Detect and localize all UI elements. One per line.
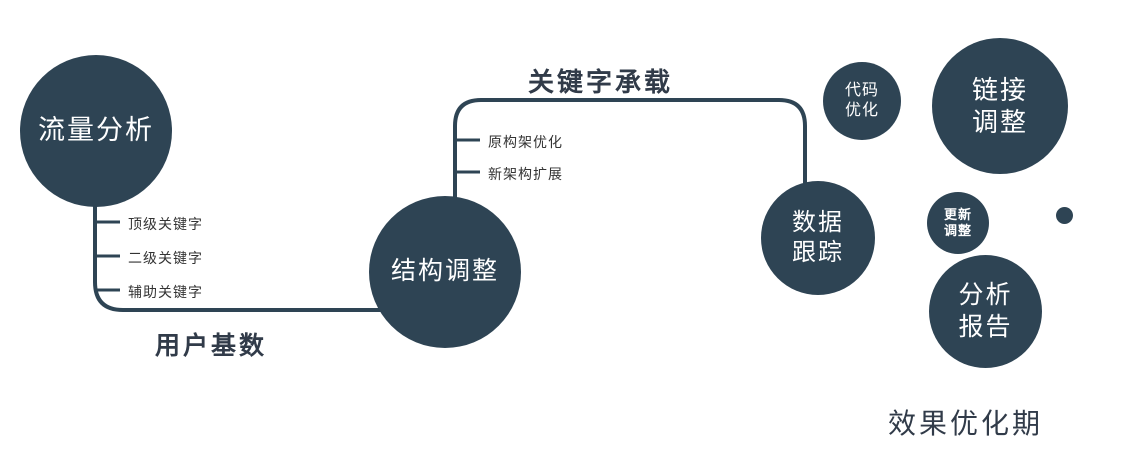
node-link-adjustment: 链接 调整 [932,38,1068,174]
node-structure-adjustment-label: 结构调整 [390,257,499,286]
node-data-tracking-line2: 跟踪 [792,239,844,266]
node-update-adjustment-line2: 调整 [943,223,972,238]
node-code-optimization-line1: 代码 [844,82,879,99]
node-structure-adjustment: 结构调整 [369,196,521,348]
node-update-adjustment-line1: 更新 [943,206,972,222]
node-link-adjustment-line2: 调整 [971,107,1028,137]
node-analysis-report-line1: 分析 [958,281,1013,310]
node-analysis-report: 分析 报告 [929,255,1042,368]
edge-label-user-base: 用户基数 [155,332,268,360]
connector-structure-tracking [453,98,807,205]
node-code-optimization: 代码 优化 [823,62,901,140]
node-data-tracking-line1: 数据 [792,209,844,236]
node-link-adjustment-line1: 链接 [971,74,1028,105]
node-traffic-analysis-label: 流量分析 [38,115,154,146]
node-update-adjustment: 更新 调整 [927,192,989,254]
bullet-dot [1056,207,1073,224]
node-traffic-analysis: 流量分析 [20,55,172,207]
branch-second-keywords: 二级关键字 [128,250,203,266]
edge-label-keyword-carrying: 关键字承载 [528,67,674,97]
connector-traffic-structure [93,190,395,312]
node-data-tracking: 数据 跟踪 [761,181,875,295]
node-analysis-report-line2: 报告 [958,312,1013,341]
node-code-optimization-line2: 优化 [844,102,879,119]
branch-original-architecture: 原构架优化 [488,134,563,150]
branch-auxiliary-keywords: 辅助关键字 [128,284,203,300]
caption-effect-optimization-period: 效果优化期 [888,408,1044,439]
branch-new-architecture: 新架构扩展 [488,166,563,182]
branch-top-keywords: 顶级关键字 [128,216,203,232]
